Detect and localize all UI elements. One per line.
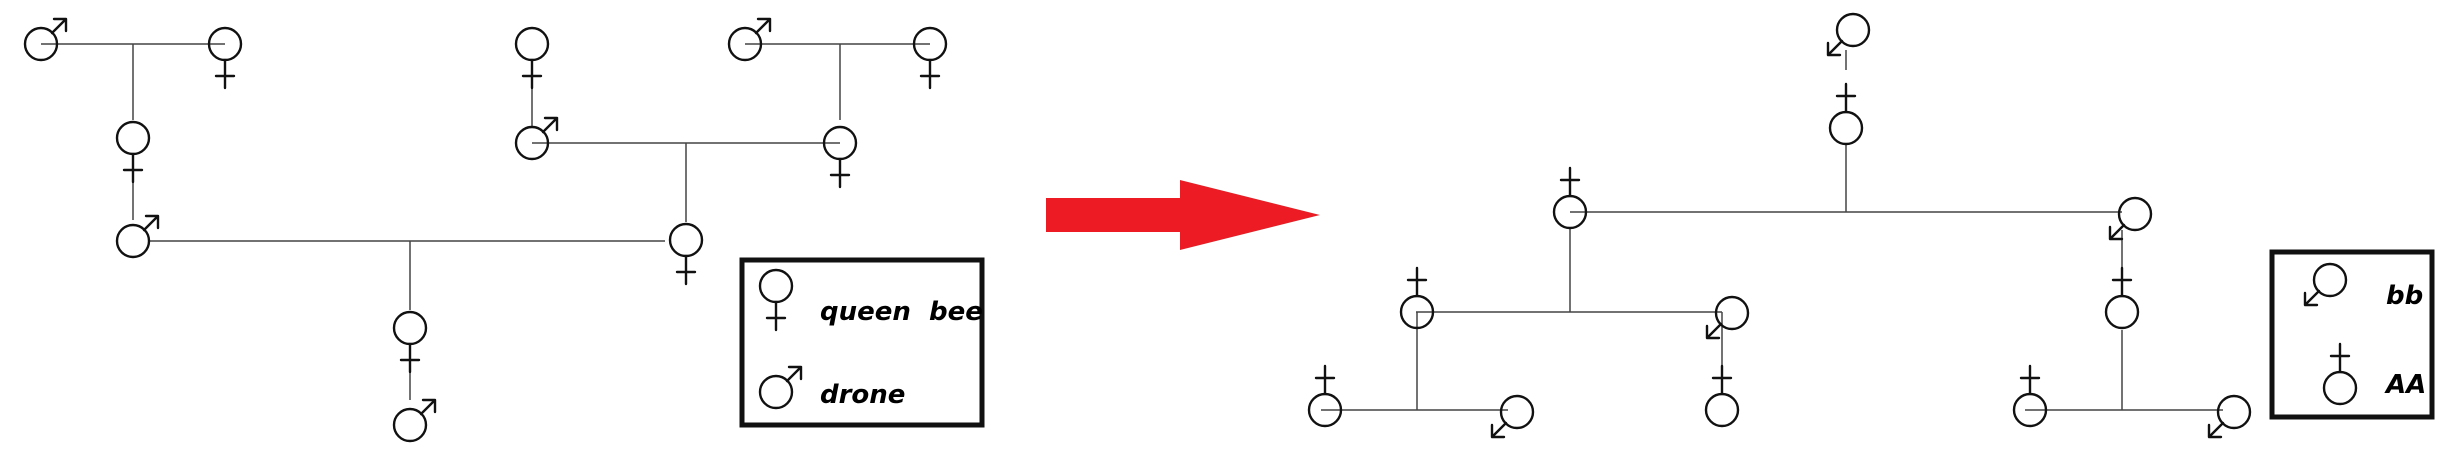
legend-right: bb AA bbox=[2269, 249, 2435, 420]
arrow-right-icon bbox=[1046, 180, 1320, 250]
bb-legend-icon bbox=[2303, 262, 2348, 307]
aa-legend-icon bbox=[2322, 342, 2358, 406]
drone-symbol bbox=[23, 17, 68, 62]
aa-symbol bbox=[1399, 266, 1435, 330]
queen-symbol bbox=[207, 26, 243, 90]
drone-symbol bbox=[727, 17, 772, 62]
queen-legend-icon bbox=[758, 268, 794, 332]
legend-left: queen bee drone bbox=[739, 257, 985, 428]
queen-symbol bbox=[668, 222, 704, 286]
aa-symbol bbox=[1307, 364, 1343, 428]
bb-symbol bbox=[1705, 295, 1750, 340]
bb-legend-label: bb bbox=[2386, 281, 2423, 311]
queen-symbol bbox=[912, 26, 948, 90]
drone-symbol bbox=[115, 214, 160, 259]
aa-symbol bbox=[2104, 266, 2140, 330]
legend-box bbox=[739, 257, 985, 428]
drone-symbol bbox=[392, 398, 437, 443]
queen-symbol bbox=[514, 26, 550, 90]
queen-symbol bbox=[822, 125, 858, 189]
drone-legend-icon bbox=[758, 365, 803, 410]
bb-symbol bbox=[1490, 394, 1535, 439]
aa-symbol bbox=[2012, 364, 2048, 428]
bb-symbol bbox=[2207, 394, 2252, 439]
legend-box bbox=[2269, 249, 2435, 420]
drone-legend-label: drone bbox=[820, 380, 905, 410]
queen-symbol bbox=[392, 310, 428, 374]
bb-symbol bbox=[1826, 12, 1871, 57]
drone-symbol bbox=[514, 116, 559, 161]
left-pedigree bbox=[23, 17, 948, 443]
queen-legend-label: queen bee bbox=[820, 297, 983, 327]
aa-symbol bbox=[1704, 364, 1740, 428]
aa-symbol bbox=[1828, 82, 1864, 146]
aa-symbol bbox=[1552, 166, 1588, 230]
bb-symbol bbox=[2108, 196, 2153, 241]
right-pedigree bbox=[1307, 12, 2252, 439]
aa-legend-label: AA bbox=[2384, 370, 2426, 400]
queen-symbol bbox=[115, 120, 151, 184]
